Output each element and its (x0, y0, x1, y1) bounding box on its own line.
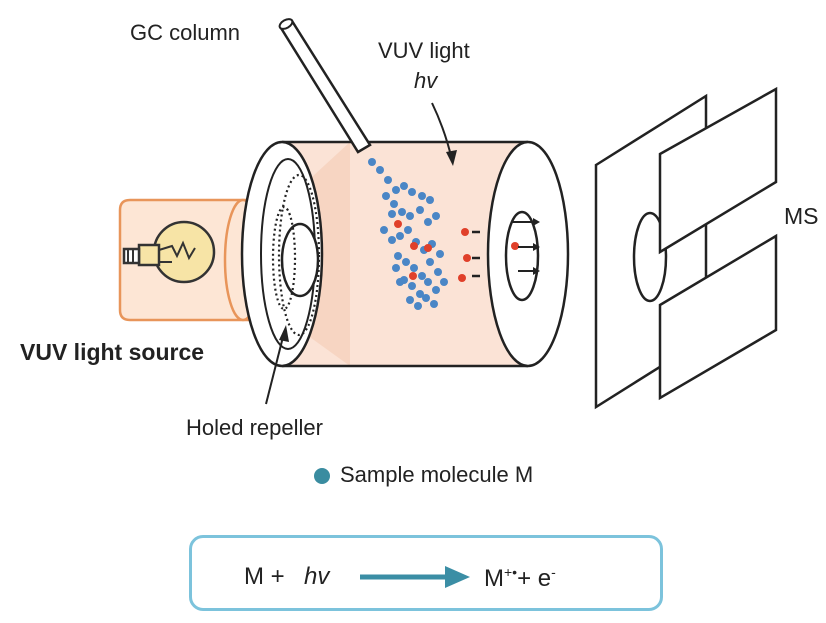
molecule-dot (436, 250, 444, 258)
molecule-dot (392, 264, 400, 272)
legend-dot (314, 468, 330, 484)
molecule-dot (432, 212, 440, 220)
molecule-dot (424, 218, 432, 226)
molecule-dot (394, 252, 402, 260)
light-bulb-icon (122, 220, 216, 284)
molecule-dot (408, 282, 416, 290)
molecule-dot (418, 272, 426, 280)
molecule-dot (434, 268, 442, 276)
equation-arrow (360, 566, 470, 588)
sample-molecules (368, 158, 519, 310)
molecule-dot (406, 212, 414, 220)
ion-dot (424, 244, 432, 252)
molecule-dot (406, 296, 414, 304)
molecule-dot (396, 278, 404, 286)
molecule-dot (376, 166, 384, 174)
molecule-dot (404, 226, 412, 234)
molecule-dot (392, 186, 400, 194)
holed-repeller-label: Holed repeller (186, 415, 323, 440)
molecule-dot (390, 200, 398, 208)
vuv-light-arrow (431, 102, 457, 166)
reaction-equation-box (189, 535, 663, 611)
ionization-chamber (240, 140, 570, 368)
ion-dot (410, 242, 418, 250)
molecule-dot (416, 290, 424, 298)
ion-dot (461, 228, 469, 236)
holed-repeller-pointer (265, 325, 289, 405)
ion-beam (472, 218, 540, 278)
molecule-dot (398, 208, 406, 216)
ion-dot (409, 272, 417, 280)
molecule-dot (426, 196, 434, 204)
molecule-dot (400, 182, 408, 190)
molecule-dot (382, 192, 390, 200)
equation-electron-charge: - (551, 564, 556, 580)
vuv-light-label: VUV light (378, 38, 470, 63)
equation-right: M+•+ e- (484, 565, 556, 591)
equation-radical-cation: +• (504, 564, 518, 580)
molecule-dot (432, 286, 440, 294)
molecule-dot (430, 300, 438, 308)
molecule-dot (410, 264, 418, 272)
ion-dot (458, 274, 466, 282)
gc-column (278, 18, 372, 154)
molecule-dot (368, 158, 376, 166)
molecule-dot (388, 236, 396, 244)
ms-label: MS (784, 203, 819, 229)
molecule-dot (424, 278, 432, 286)
mass-spectrometer (594, 86, 778, 410)
ion-dot (511, 242, 519, 250)
molecule-dot (388, 210, 396, 218)
molecule-dot (384, 176, 392, 184)
legend-sample-label: Sample molecule M (340, 462, 534, 487)
molecule-dot (426, 258, 434, 266)
ion-dot (463, 254, 471, 262)
molecule-dot (396, 232, 404, 240)
molecule-dot (408, 188, 416, 196)
equation-right-m: M (484, 565, 504, 592)
molecule-dot (416, 206, 424, 214)
molecule-dot (414, 302, 422, 310)
equation-plus-electron: + e (517, 565, 552, 592)
vuv-light-source-label: VUV light source (20, 339, 205, 365)
molecule-dot (422, 294, 430, 302)
equation-left-hv: hv (304, 563, 330, 590)
molecule-dot (380, 226, 388, 234)
molecule-dot (440, 278, 448, 286)
molecule-dot (402, 258, 410, 266)
molecule-dot (418, 192, 426, 200)
gc-column-label: GC column (130, 20, 241, 45)
ion-dot (394, 220, 402, 228)
hv-label: hv (414, 68, 438, 93)
equation-left-m: M + (244, 563, 285, 590)
